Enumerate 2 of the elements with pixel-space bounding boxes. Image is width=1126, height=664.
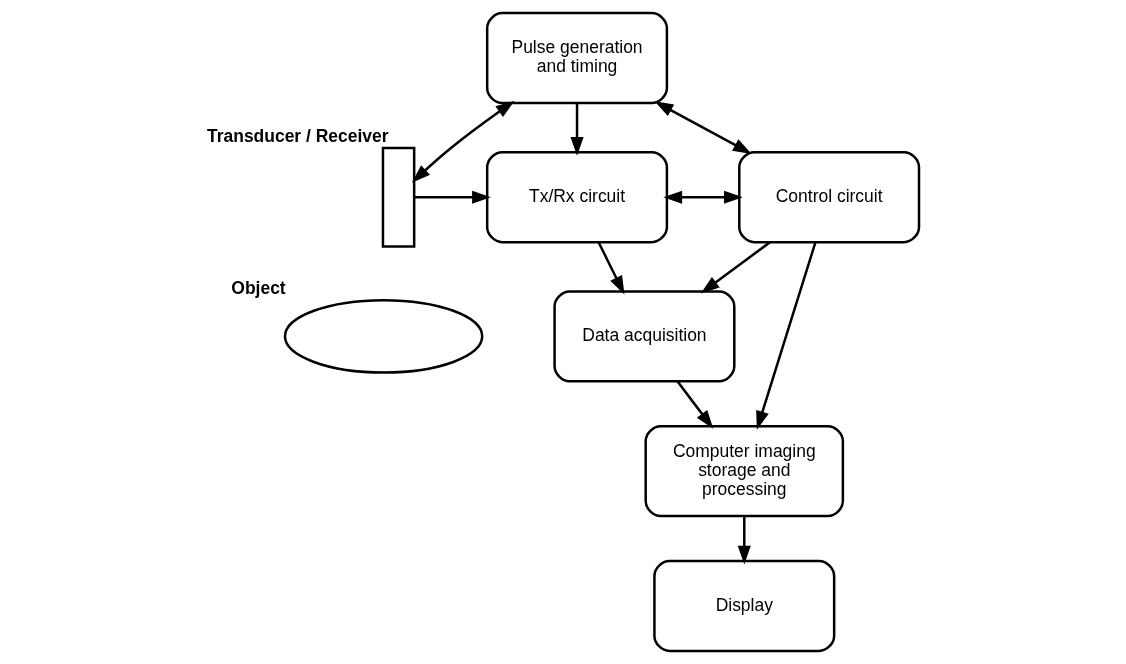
node-label: Object [231,278,286,299]
node-label: Transducer / Receiver [206,125,389,146]
